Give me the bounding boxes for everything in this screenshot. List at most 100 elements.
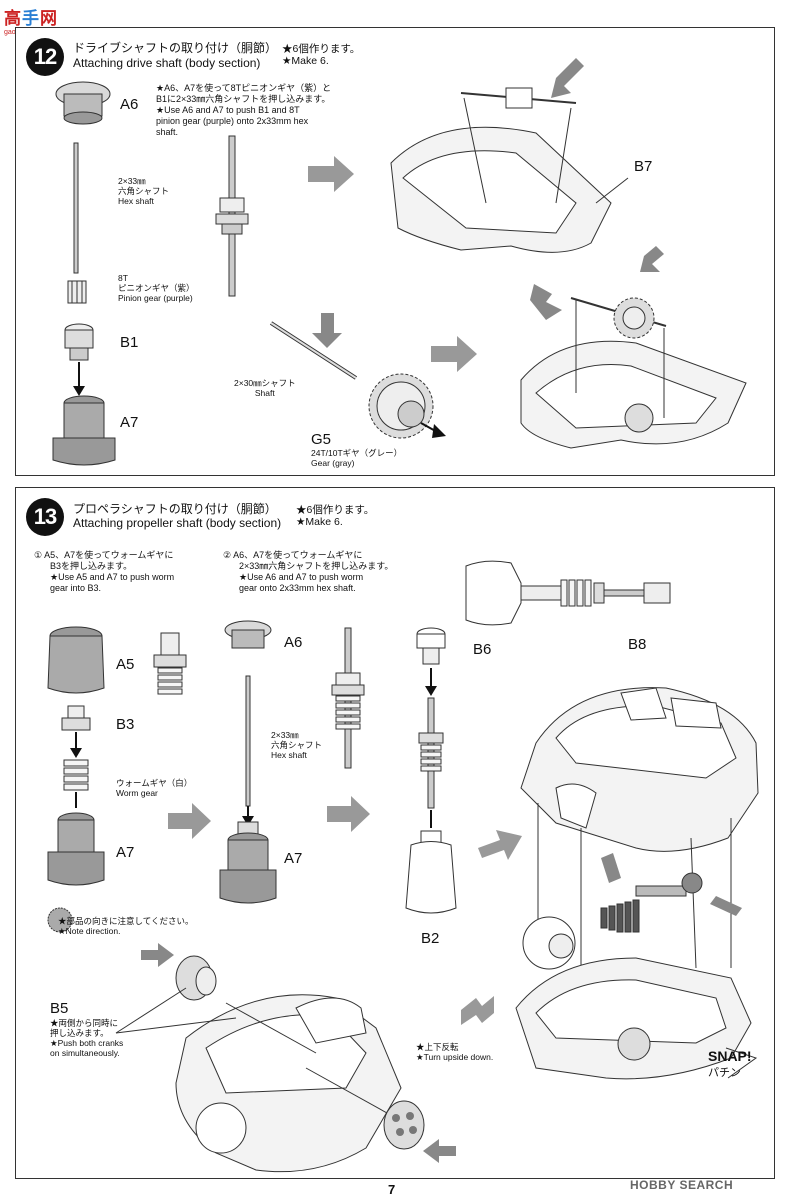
sub-step-1-text: ① A5、A7を使ってウォームギヤに B3を押し込みます。 ★Use A5 an… [34, 550, 174, 594]
step-12-make-jp: ★6個作ります。 [282, 43, 361, 55]
instr-line: shaft. [156, 127, 179, 137]
step-13-title-jp: プロペラシャフトの取り付け（胴節） [73, 502, 277, 516]
stacked-worm-assembly [418, 697, 444, 809]
hex-shaft-mid-label: 2×33㎜ 六角シャフト Hex shaft [271, 730, 322, 760]
hex-shaft-size: 2×33㎜ [118, 176, 146, 186]
step-13-illustration [47, 560, 759, 1173]
watermark-char: 手 [22, 9, 40, 28]
worm-en: Worm gear [116, 788, 158, 798]
part-label-b3: B3 [116, 716, 135, 733]
step-13-make-jp: ★6個作ります。 [296, 504, 375, 516]
instr-line: pinion gear (purple) onto 2x33mm hex [156, 116, 309, 126]
shaft-label: 2×30㎜シャフト Shaft [234, 378, 296, 398]
sub-step-2-number: ② [223, 550, 232, 560]
gear-jp: 24T/10Tギヤ（グレー） [311, 448, 403, 458]
sub-line: ★Use A5 and A7 to push worm [50, 572, 175, 582]
gear-label: 24T/10Tギヤ（グレー） Gear (gray) [311, 448, 402, 468]
hex-shaft-mid [245, 675, 251, 807]
sub-line: A6、A7を使ってウォームギヤに [233, 550, 363, 560]
hex-shaft-label: 2×33㎜ 六角シャフト Hex shaft [118, 176, 169, 206]
pinion-en: Pinion gear (purple) [118, 293, 193, 303]
b3-part [61, 705, 91, 731]
b5-instruction: ★両側から同時に 押し込みます。 ★Push both cranks on si… [50, 1018, 123, 1058]
sub-line: gear onto 2x33mm hex shaft. [239, 583, 356, 593]
instr-line: B1に2×33㎜六角シャフトを押し込みます。 [156, 94, 331, 104]
step-12-make-en: ★Make 6. [282, 55, 329, 67]
part-label-a6-mid: A6 [284, 634, 303, 651]
step-12-illustration [52, 58, 747, 466]
part-label-a6: A6 [120, 96, 139, 113]
note-dir-jp: ★部品の向きに注意してください。 [58, 916, 194, 926]
worm-gear-on-b3 [153, 632, 187, 695]
part-label-b1: B1 [120, 334, 139, 351]
step-arrow [327, 796, 370, 832]
turn-upside-text: ★上下反転 ★Turn upside down. [416, 1042, 493, 1062]
pinion-jp: ピニオンギヤ（紫） [118, 283, 195, 293]
step-12-panel: 12 ドライブシャフトの取り付け（胴節） Attaching drive sha… [15, 27, 775, 476]
worm-gear [63, 759, 89, 791]
sub-line: ★Use A6 and A7 to push worm [239, 572, 364, 582]
sub-line: gear into B3. [50, 583, 102, 593]
watermark-char: 网 [40, 9, 58, 28]
worm-jp: ウォームギヤ（白） [116, 778, 193, 788]
part-label-a7-mid: A7 [284, 850, 303, 867]
snap-en: SNAP! [708, 1048, 752, 1064]
upside-en: ★Turn upside down. [416, 1052, 494, 1062]
gear-en: Gear (gray) [311, 458, 355, 468]
b6-part [416, 627, 446, 665]
part-label-a5: A5 [116, 656, 135, 673]
b1-part [64, 323, 94, 361]
hex-shaft-jp: 六角シャフト [271, 740, 323, 750]
body-with-gear [520, 246, 747, 449]
a7-mid-part [219, 821, 277, 904]
propeller-shaft-assembly [465, 560, 671, 626]
instr-line: ★A6、A7を使って8Tピニオンギヤ（紫）と [156, 83, 332, 93]
part-label-a7-left: A7 [116, 844, 135, 861]
b7-body [390, 58, 629, 253]
hex-shaft [73, 142, 79, 274]
assembled-drive-shaft [215, 135, 249, 297]
lower-body-with-shaft [515, 853, 758, 1080]
pinion-label: 8T ピニオンギヤ（紫） Pinion gear (purple) [118, 273, 195, 303]
part-label-b2: B2 [421, 930, 440, 947]
upside-jp: ★上下反転 [416, 1042, 459, 1052]
part-label-g5: G5 [311, 431, 332, 448]
a7-left-part [47, 812, 105, 886]
watermark-char: 高 [4, 9, 22, 28]
snap-jp: パチン [708, 1067, 741, 1079]
step-13-title-en: Attaching propeller shaft (body section) [73, 516, 282, 530]
sub-step-1-number: ① [34, 550, 43, 560]
turn-arrow [461, 996, 494, 1025]
step-13-make-en: ★Make 6. [296, 516, 343, 528]
sub-line: B3を押し込みます。 [50, 561, 133, 571]
hex-shaft-en: Hex shaft [271, 750, 307, 760]
instr-line: ★Use A6 and A7 to push B1 and 8T [156, 105, 300, 115]
snap-label: SNAP! パチン [708, 1048, 752, 1080]
note-dir-en: ★Note direction. [58, 926, 121, 936]
sub-line: A5、A7を使ってウォームギヤに [44, 550, 174, 560]
a7-part [52, 395, 116, 466]
step-12-instruction: ★A6、A7を使って8Tピニオンギヤ（紫）と B1に2×33㎜六角シャフトを押し… [156, 83, 331, 138]
b2-part [405, 830, 457, 914]
step-13-panel: 13 プロペラシャフトの取り付け（胴節） Attaching propeller… [15, 487, 775, 1179]
step-13-number: 13 [26, 498, 64, 536]
b8-cover [520, 687, 759, 1008]
note-direction-text: ★部品の向きに注意してください。 ★Note direction. [58, 916, 194, 936]
note-direction-icon [47, 907, 73, 933]
a5-part [47, 626, 105, 694]
assembled-worm-shaft [331, 627, 365, 769]
shaft-en: Shaft [254, 388, 275, 398]
part-label-b6: B6 [473, 641, 492, 658]
shaft-jp: 2×30㎜シャフト [234, 378, 296, 388]
page-number: 7 [388, 1182, 396, 1197]
pinion-gear [67, 280, 87, 304]
step-arrow [478, 830, 522, 860]
part-label-b8: B8 [628, 636, 647, 653]
b5-line: ★Push both cranks [50, 1038, 124, 1048]
a6-mid-part [224, 620, 272, 649]
part-label-b7: B7 [634, 158, 653, 175]
g5-gear-assembly [269, 313, 446, 439]
step-12-number: 12 [26, 38, 64, 76]
step-arrow [308, 156, 354, 192]
b5-line: 押し込みます。 [50, 1028, 109, 1038]
